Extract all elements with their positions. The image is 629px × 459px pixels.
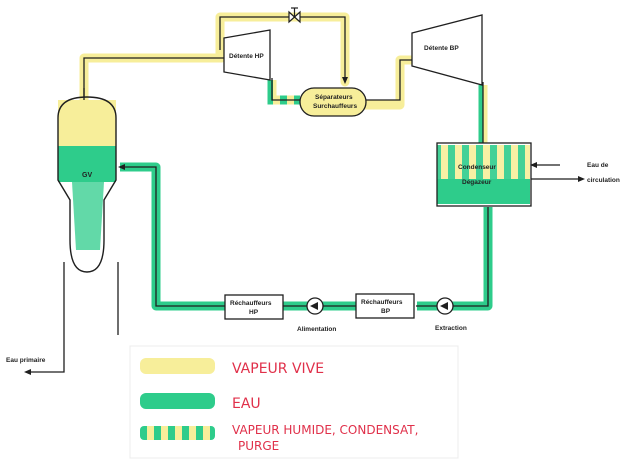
extraction-pump-icon	[436, 297, 454, 315]
condenseur-box	[436, 142, 532, 207]
eau-de-label: Eau de	[587, 162, 609, 169]
detente-bp-label: Détente BP	[424, 45, 459, 52]
alimentation-label: Alimentation	[297, 326, 336, 333]
gv-water-highlight	[58, 146, 116, 182]
legend-label-vapeur-vive: VAPEUR VIVE	[232, 361, 324, 377]
rechauffeurs-hp-box	[224, 294, 284, 320]
rechauffeurs-hp-suffix: HP	[249, 309, 259, 316]
legend-label-vapeur-humide: VAPEUR HUMIDE, CONDENSAT,	[232, 423, 418, 437]
separateurs-label: Séparateurs	[315, 94, 353, 101]
condenser-water-highlight	[437, 179, 530, 204]
legend-swatch-eau	[140, 393, 215, 409]
legend-swatch-vapeur-vive	[140, 358, 215, 374]
rechauffeurs-bp-label: Réchauffeurs	[361, 299, 403, 306]
valve-icon	[288, 7, 301, 24]
gv-steam-dome-highlight	[58, 100, 116, 146]
extraction-label: Extraction	[435, 325, 467, 332]
condenser-wet-highlight	[437, 145, 530, 179]
gv-label: GV	[82, 172, 92, 179]
rechauffeurs-hp-label: Réchauffeurs	[230, 300, 272, 307]
circulation-label: circulation	[587, 177, 620, 184]
degazeur-label: Dégazeur	[462, 179, 492, 186]
alimentation-pump-icon	[306, 297, 324, 315]
detente-hp-turbine	[223, 29, 271, 81]
rechauffeurs-bp-box	[355, 293, 415, 319]
water-highlight	[120, 162, 493, 311]
flow-arrows	[24, 77, 585, 375]
eau-primaire-label: Eau primaire	[6, 357, 46, 364]
piping	[28, 16, 583, 373]
legend-label-purge: PURGE	[238, 439, 279, 453]
rechauffeurs-bp-suffix: BP	[381, 308, 391, 315]
gv-vessel	[57, 96, 117, 273]
legend-label-eau: EAU	[232, 396, 261, 412]
legend-swatch-vapeur-humide	[140, 426, 215, 440]
condenseur-label: Condenseur	[458, 164, 496, 171]
separateurs-surchauffeurs	[299, 87, 367, 117]
detente-hp-label: Détente HP	[229, 53, 264, 60]
detente-bp-turbine	[411, 14, 483, 86]
surchauffeurs-label: Surchauffeurs	[313, 103, 357, 110]
gv-tube-bundle	[72, 182, 104, 250]
legend: VAPEUR VIVE EAU VAPEUR HUMIDE, CONDENSAT…	[129, 345, 459, 459]
